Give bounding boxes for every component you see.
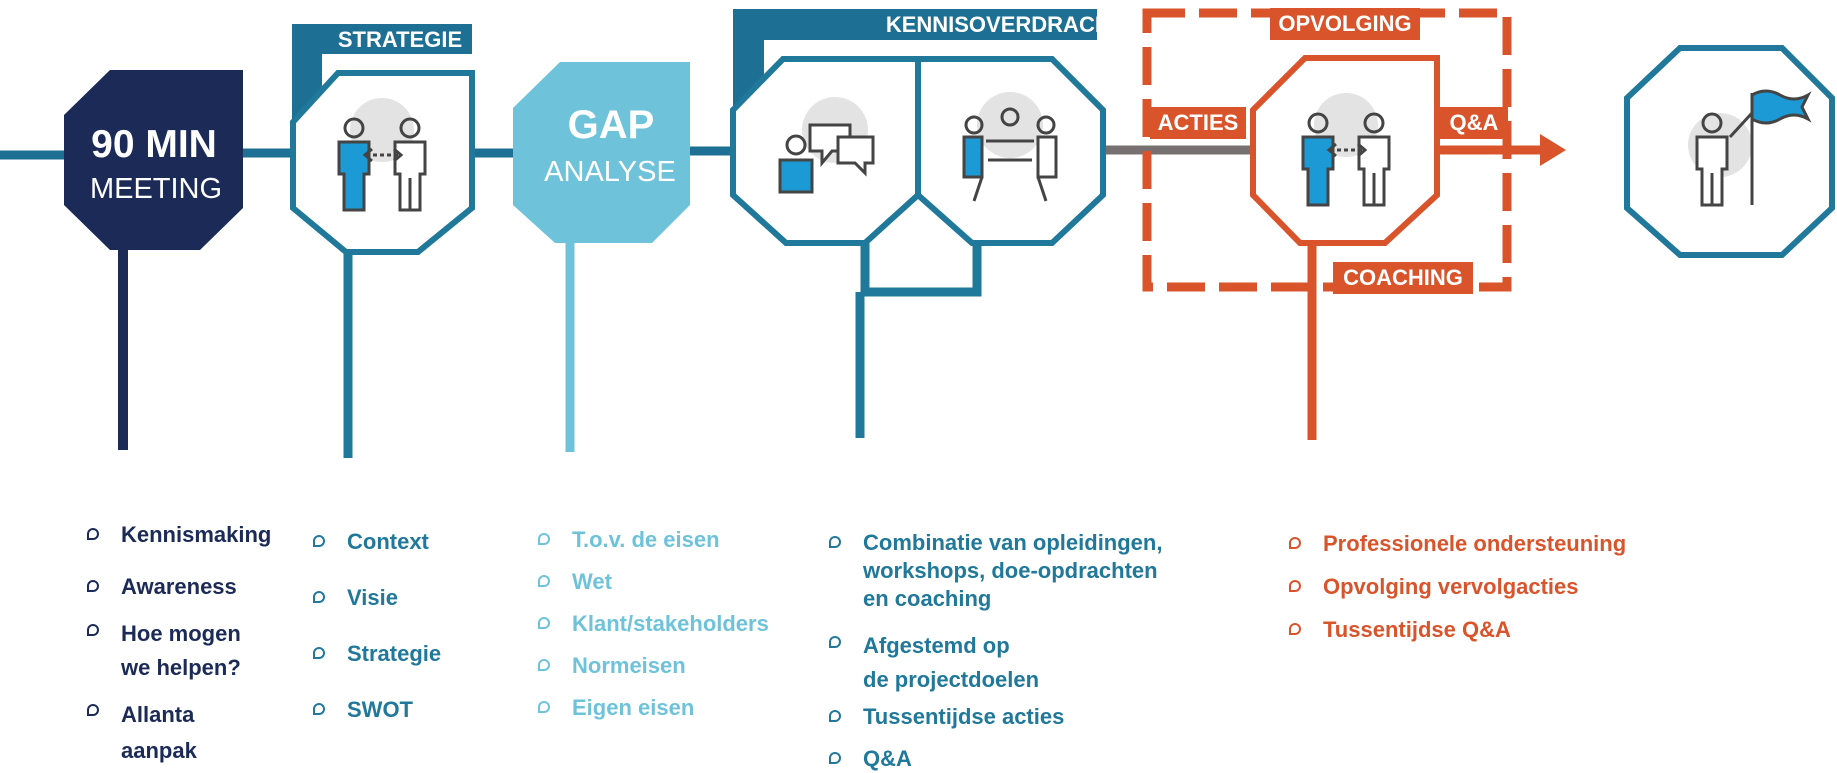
- gap-subtitle: ANALYSE: [544, 156, 676, 188]
- strategie-list: Context Visie Strategie SWOT: [313, 528, 441, 724]
- meeting-title: 90 MIN: [91, 123, 217, 166]
- list-item: SWOT: [313, 696, 441, 724]
- two-people-exchange-icon: [1301, 93, 1391, 207]
- list-item: Allanta aanpak: [87, 697, 271, 769]
- list-item: Context: [313, 528, 441, 556]
- list-item: Combinatie van opleidingen, workshops, d…: [829, 529, 1162, 613]
- list-item: Opvolging vervolgacties: [1289, 573, 1626, 601]
- list-item: Normeisen: [538, 652, 769, 680]
- gap-title: GAP: [568, 103, 655, 147]
- acties-tag-box: [1150, 107, 1246, 139]
- list-item: Awareness: [87, 573, 271, 601]
- opvolging-tag-box: [1270, 8, 1420, 40]
- list-item: Kennismaking: [87, 521, 271, 549]
- chat-bubbles-people-icon: [778, 97, 875, 194]
- two-people-exchange-icon: [337, 98, 427, 212]
- coaching-tag: COACHING: [1343, 265, 1463, 290]
- list-item: Afgestemd op de projectdoelen: [829, 629, 1162, 697]
- list-item: Tussentijdse Q&A: [1289, 616, 1626, 644]
- opvolging-arrow-head: [1540, 134, 1566, 166]
- gap-list: T.o.v. de eisen Wet Klant/stakeholders N…: [538, 526, 769, 722]
- list-item: Eigen eisen: [538, 694, 769, 722]
- list-item: Professionele ondersteuning: [1289, 530, 1626, 558]
- person-flag-icon: [1688, 89, 1812, 207]
- qa-tag-box: [1440, 107, 1508, 139]
- strategie-hexagon: [290, 70, 475, 255]
- meeting-hexagon: [64, 70, 243, 250]
- list-item: Q&A: [829, 745, 1162, 773]
- acties-tag: ACTIES: [1158, 110, 1239, 135]
- list-item: Hoe mogen we helpen?: [87, 617, 271, 685]
- meeting-list: Kennismaking Awareness Hoe mogen we help…: [87, 521, 271, 769]
- list-item: Klant/stakeholders: [538, 610, 769, 638]
- kennisoverdracht-list: Combinatie van opleidingen, workshops, d…: [829, 529, 1162, 773]
- list-item: Visie: [313, 584, 441, 612]
- strategie-tag: STRATEGIE: [338, 27, 462, 52]
- opvolging-tag: OPVOLGING: [1278, 11, 1411, 36]
- list-item: T.o.v. de eisen: [538, 526, 769, 554]
- gap-hexagon: [513, 62, 690, 243]
- meeting-table-icon: [962, 92, 1058, 202]
- kennis-connector: [855, 238, 982, 438]
- opvolging-list: Professionele ondersteuning Opvolging ve…: [1289, 530, 1626, 644]
- coaching-tag-box: [1333, 262, 1473, 294]
- kennis-tag: KENNISOVERDRACHT: [886, 12, 1125, 37]
- list-item: Tussentijdse acties: [829, 703, 1162, 731]
- strategie-tag-bracket: [292, 24, 472, 120]
- list-item: Strategie: [313, 640, 441, 668]
- kennis-tag-bracket: [733, 9, 1097, 110]
- list-item: Wet: [538, 568, 769, 596]
- qa-tag: Q&A: [1450, 110, 1499, 135]
- meeting-subtitle: MEETING: [90, 173, 222, 205]
